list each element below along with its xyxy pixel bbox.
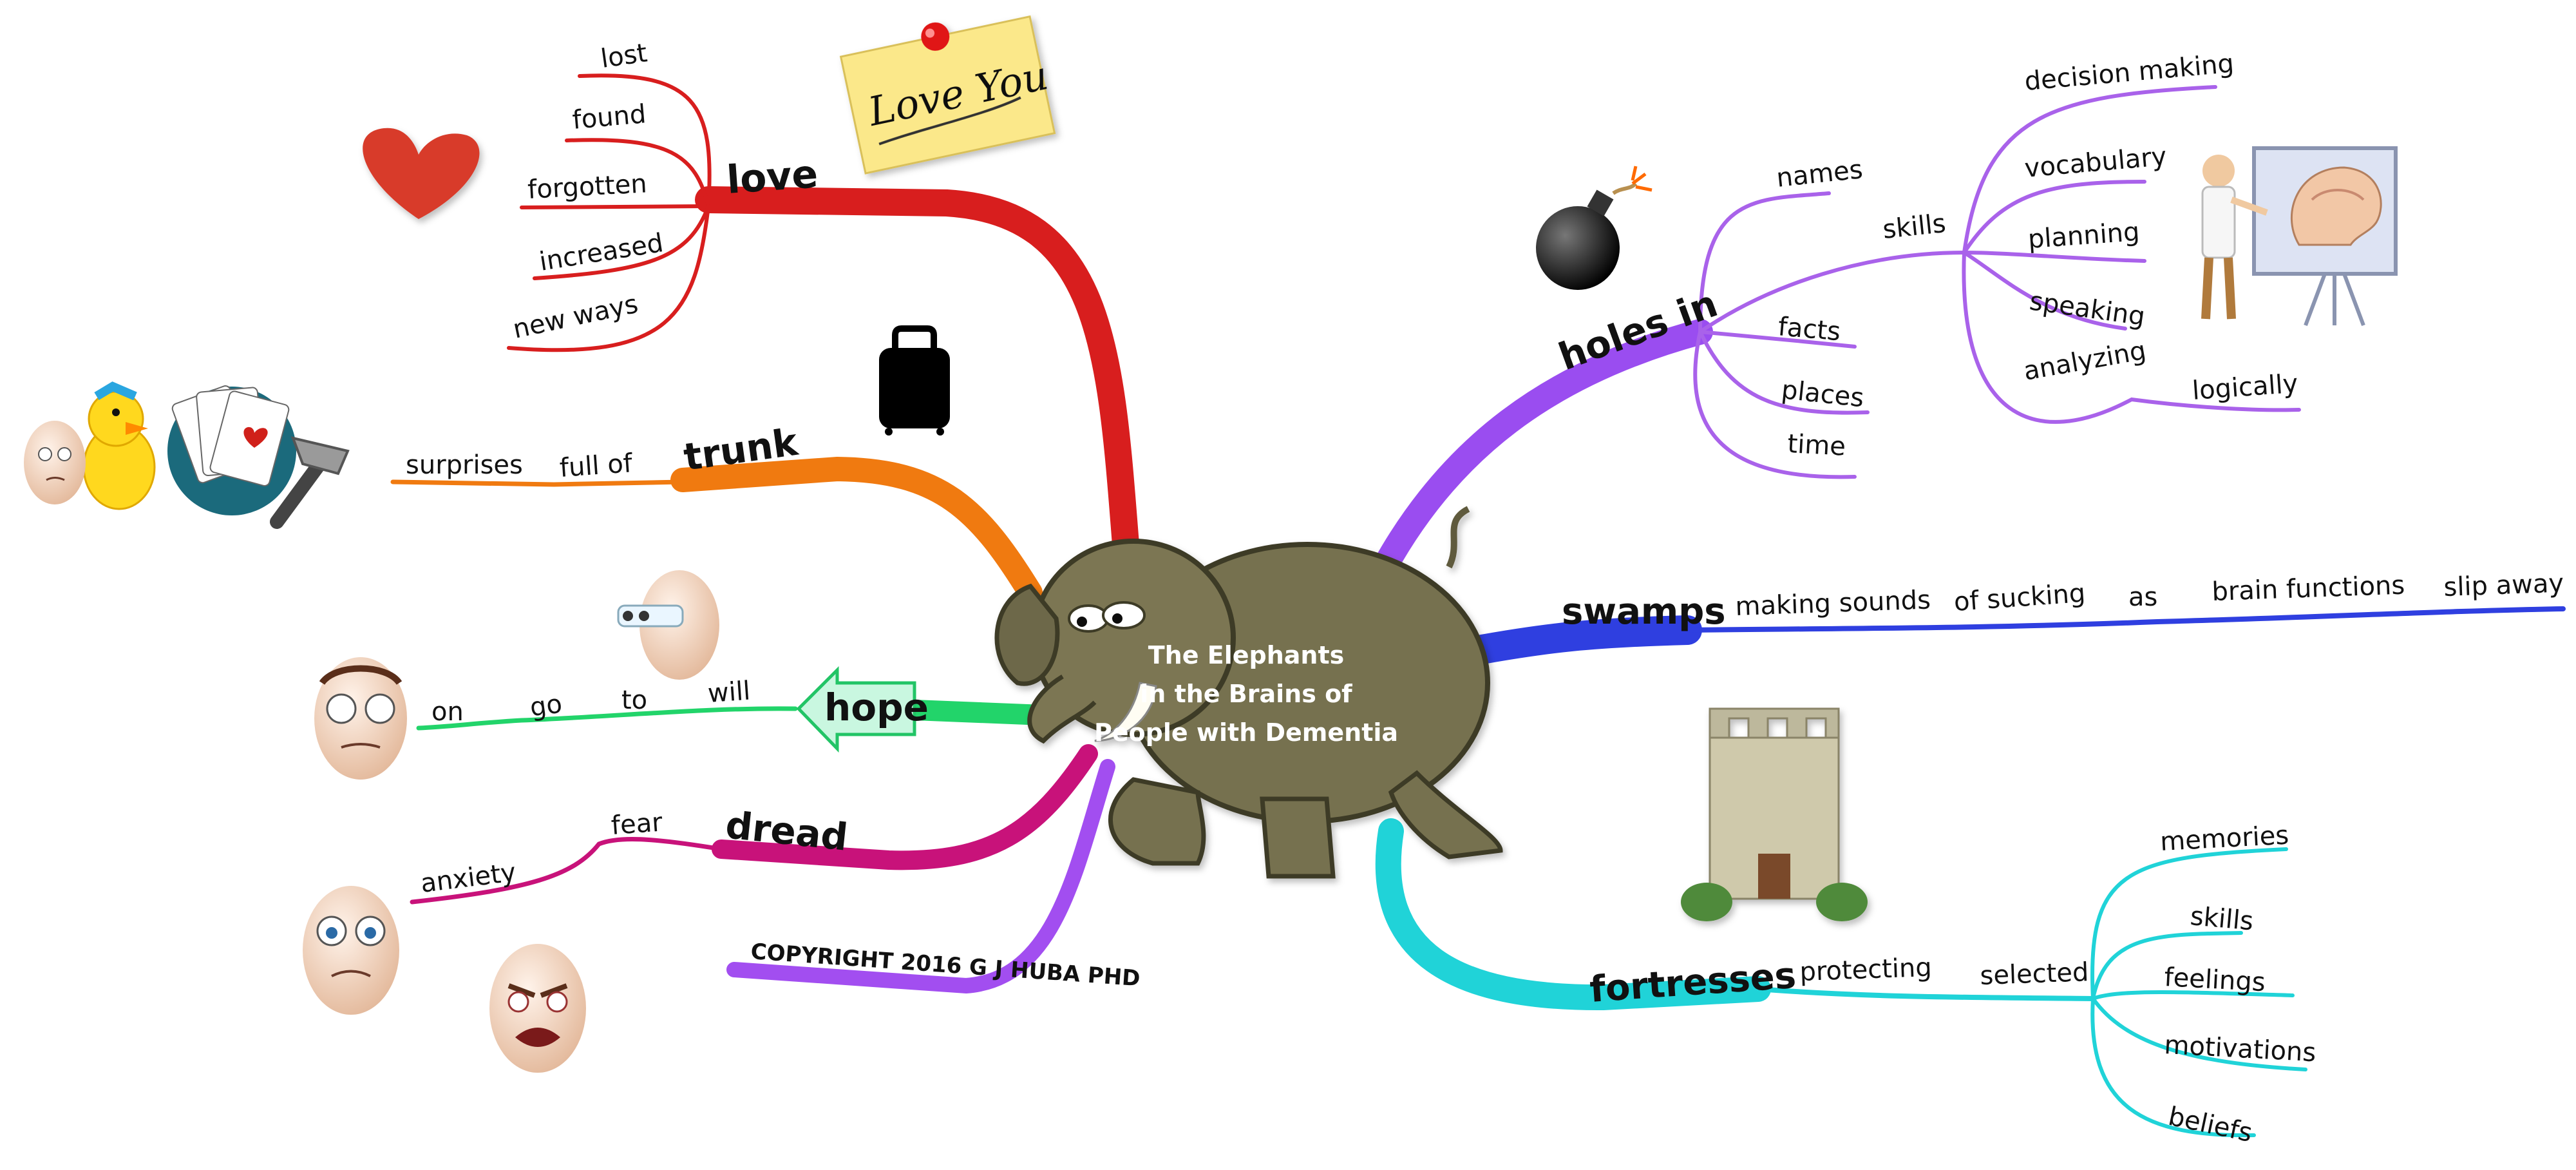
center-title-line: in the Brains of [1140,680,1352,708]
teacher-brain-icon [2201,146,2398,327]
skills-item: vocabulary [2023,142,2168,184]
bomb-icon [1536,166,1653,290]
trunk-item: full of [558,448,634,483]
hope-item: to [621,686,647,715]
hope-item: will [706,676,751,708]
swamps-main-branch [1460,615,1702,666]
love-item: forgotten [527,169,648,205]
love-item: increased [537,228,665,277]
selected-item: feelings [2163,963,2266,997]
hammer-icon [270,436,350,529]
holes-item: names [1775,155,1864,193]
sub-branches [390,73,2566,1138]
skills-item: planning [2027,217,2140,254]
egg-face-icon [489,944,586,1073]
swamps-item: as [2128,582,2157,612]
love-label: love [725,151,819,203]
egg-face-icon [617,570,719,680]
hope-main-branch [904,700,1054,725]
sticky-note-icon: Love You [839,15,1056,175]
love-item: new ways [511,289,641,345]
love-main-branch [695,186,1141,574]
egg-face-icon [314,657,407,780]
swamps-label: swamps [1562,591,1726,633]
selected-item: beliefs [2166,1102,2255,1148]
skills-item: analyzing [2022,336,2148,387]
egg-face-icon [24,421,86,504]
fortresses-main-branch [1375,818,1771,1011]
trunk-main-branch [670,456,1043,605]
selected-item: skills [2189,901,2255,936]
castle-icon [1681,707,1868,921]
chick-icon [82,381,156,510]
holes-item: facts [1777,312,1842,347]
main-branches [670,186,1771,1011]
hope-item: on [431,697,464,727]
swamps-item: brain functions [2211,571,2405,607]
center-title-line: People with Dementia [1094,718,1398,747]
swamps-item: slip away [2443,569,2564,602]
dread-main-branch [712,744,1098,870]
dread-item: anxiety [419,858,518,899]
dread-item: fear [610,807,663,840]
selected-item: motivations [2163,1030,2316,1068]
luggage-icon [879,325,950,436]
hope-label: hope [824,686,929,729]
hope-arrow-node: hope [796,666,929,753]
fortresses-item: selected [1980,957,2089,991]
holes-main-branch [1372,319,1713,580]
selected-item: memories [2159,821,2289,857]
playing-cards-icon [167,385,296,515]
holes-item: skills [1881,209,1947,245]
skills-item: speaking [2028,286,2147,332]
copyright-main-branch [726,759,1115,994]
love-item: found [571,99,647,135]
analyzing-item: logically [2191,369,2298,406]
egg-face-icon [303,886,399,1015]
heart-icon [363,128,480,219]
swamps-item: making sounds [1735,585,1931,622]
swamps-item: of sucking [1953,579,2086,617]
elephant-icon: The Elephants in the Brains of People wi… [994,506,1503,879]
love-item: lost [599,38,649,74]
center-title-line: The Elephants [1148,641,1344,669]
hope-item: go [528,689,564,722]
trunk-item: surprises [406,450,523,480]
fortresses-label: fortresses [1588,955,1797,1011]
fortresses-item: protecting [1799,953,1933,987]
holes-item: time [1786,429,1846,462]
